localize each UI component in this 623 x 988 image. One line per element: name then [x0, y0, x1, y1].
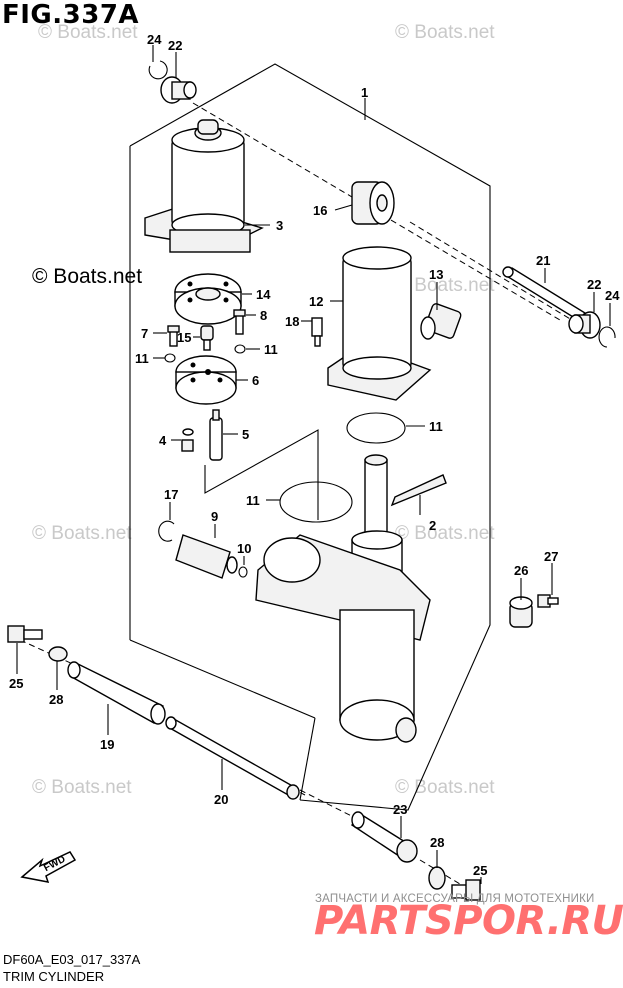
callout-8: 8 [260, 308, 267, 323]
drawing-code: DF60A_E03_017_337A [3, 952, 141, 967]
pump-motor-part [144, 119, 264, 253]
callout-7: 7 [141, 326, 148, 341]
o-ring-part [234, 344, 246, 354]
figure-title: FIG.337A [2, 0, 140, 30]
sleeve-part [67, 661, 166, 725]
circlip-part [148, 60, 168, 80]
filler-plug-part [420, 303, 462, 340]
callout-5: 5 [242, 427, 249, 442]
manual-release-valve-part [175, 534, 238, 579]
callout-4: 4 [159, 433, 167, 448]
guide-line [409, 221, 596, 335]
callout-23: 23 [393, 802, 407, 817]
link-plate-part [390, 474, 447, 507]
callout-24: 24 [605, 288, 620, 303]
callout-25: 25 [473, 863, 487, 878]
screw-part [167, 325, 180, 347]
reservoir-part [327, 246, 432, 401]
callout-11: 11 [429, 419, 443, 434]
callout-26: 26 [514, 563, 528, 578]
bolt-part [451, 879, 481, 901]
callout-6: 6 [252, 373, 259, 388]
callout-16: 16 [313, 203, 327, 218]
assembly-outline [299, 717, 316, 801]
callout-1: 1 [361, 85, 368, 100]
watermark: © Boats.net [32, 777, 132, 798]
callout-19: 19 [100, 737, 114, 752]
callout-11: 11 [264, 342, 278, 357]
circlip-part [598, 326, 616, 348]
shaft-part [165, 716, 300, 800]
o-ring-part [279, 481, 353, 523]
bushing-part [350, 811, 418, 863]
bolt-part [537, 594, 559, 608]
o-ring-part [346, 412, 406, 444]
guide-line [19, 639, 76, 666]
o-ring-part [238, 566, 248, 578]
valve-pin-part [200, 325, 214, 351]
callout-24: 24 [147, 32, 162, 47]
valve-bracket-line [204, 429, 319, 520]
assembly-outline [129, 63, 491, 811]
washer-part [428, 866, 446, 890]
callout-21: 21 [536, 253, 550, 268]
diagram-caption: TRIM CYLINDER [3, 969, 105, 984]
callout-11: 11 [135, 351, 149, 366]
valve-spool-part [209, 409, 223, 461]
copyright-label: © Boats.net [32, 265, 143, 288]
callout-27: 27 [544, 549, 558, 564]
o-ring-part [164, 353, 176, 363]
partspor-logo: PARTSPOR.RU [314, 898, 623, 944]
rubber-mount-part [351, 181, 395, 225]
partspor-tagline: ЗАПЧАСТИ И АКСЕССУАРЫ ДЛЯ МОТОТЕХНИКИ [315, 893, 595, 905]
watermark: © Boats.net [38, 22, 138, 43]
callout-10: 10 [237, 541, 251, 556]
callout-18: 18 [285, 314, 299, 329]
screw-part [233, 309, 246, 335]
callout-28: 28 [49, 692, 63, 707]
callout-11: 11 [246, 493, 260, 508]
callout-13: 13 [429, 267, 443, 282]
valve-body-part [174, 273, 242, 325]
check-valve-part [181, 428, 194, 452]
valve-body-part [175, 355, 237, 405]
callout-20: 20 [214, 792, 228, 807]
callout-15: 15 [177, 330, 191, 345]
callout-3: 3 [276, 218, 283, 233]
callout-9: 9 [211, 509, 218, 524]
leader-lines [16, 45, 611, 884]
callout-12: 12 [309, 294, 323, 309]
trim-cylinder-part [255, 454, 431, 743]
screw-part [311, 317, 323, 347]
bushing-part [160, 76, 197, 104]
watermark: © Boats.net [32, 523, 132, 544]
watermark: © Boats.net [395, 523, 495, 544]
bushing-part [509, 596, 533, 628]
callout-28: 28 [430, 835, 444, 850]
watermark: © Boats.net [395, 22, 495, 43]
fwd-arrow-icon: FWD [20, 851, 77, 883]
circlip-part [158, 520, 175, 542]
washer-part [48, 646, 68, 662]
callout-2: 2 [429, 518, 436, 533]
bolt-part [7, 625, 43, 643]
callout-14: 14 [256, 287, 271, 302]
callout-22: 22 [168, 38, 182, 53]
callout-22: 22 [587, 277, 601, 292]
callout-25: 25 [9, 676, 23, 691]
callout-17: 17 [164, 487, 178, 502]
assembly-outline [129, 639, 316, 719]
watermark: © Boats.net [395, 275, 495, 296]
bushing-part [568, 311, 601, 339]
